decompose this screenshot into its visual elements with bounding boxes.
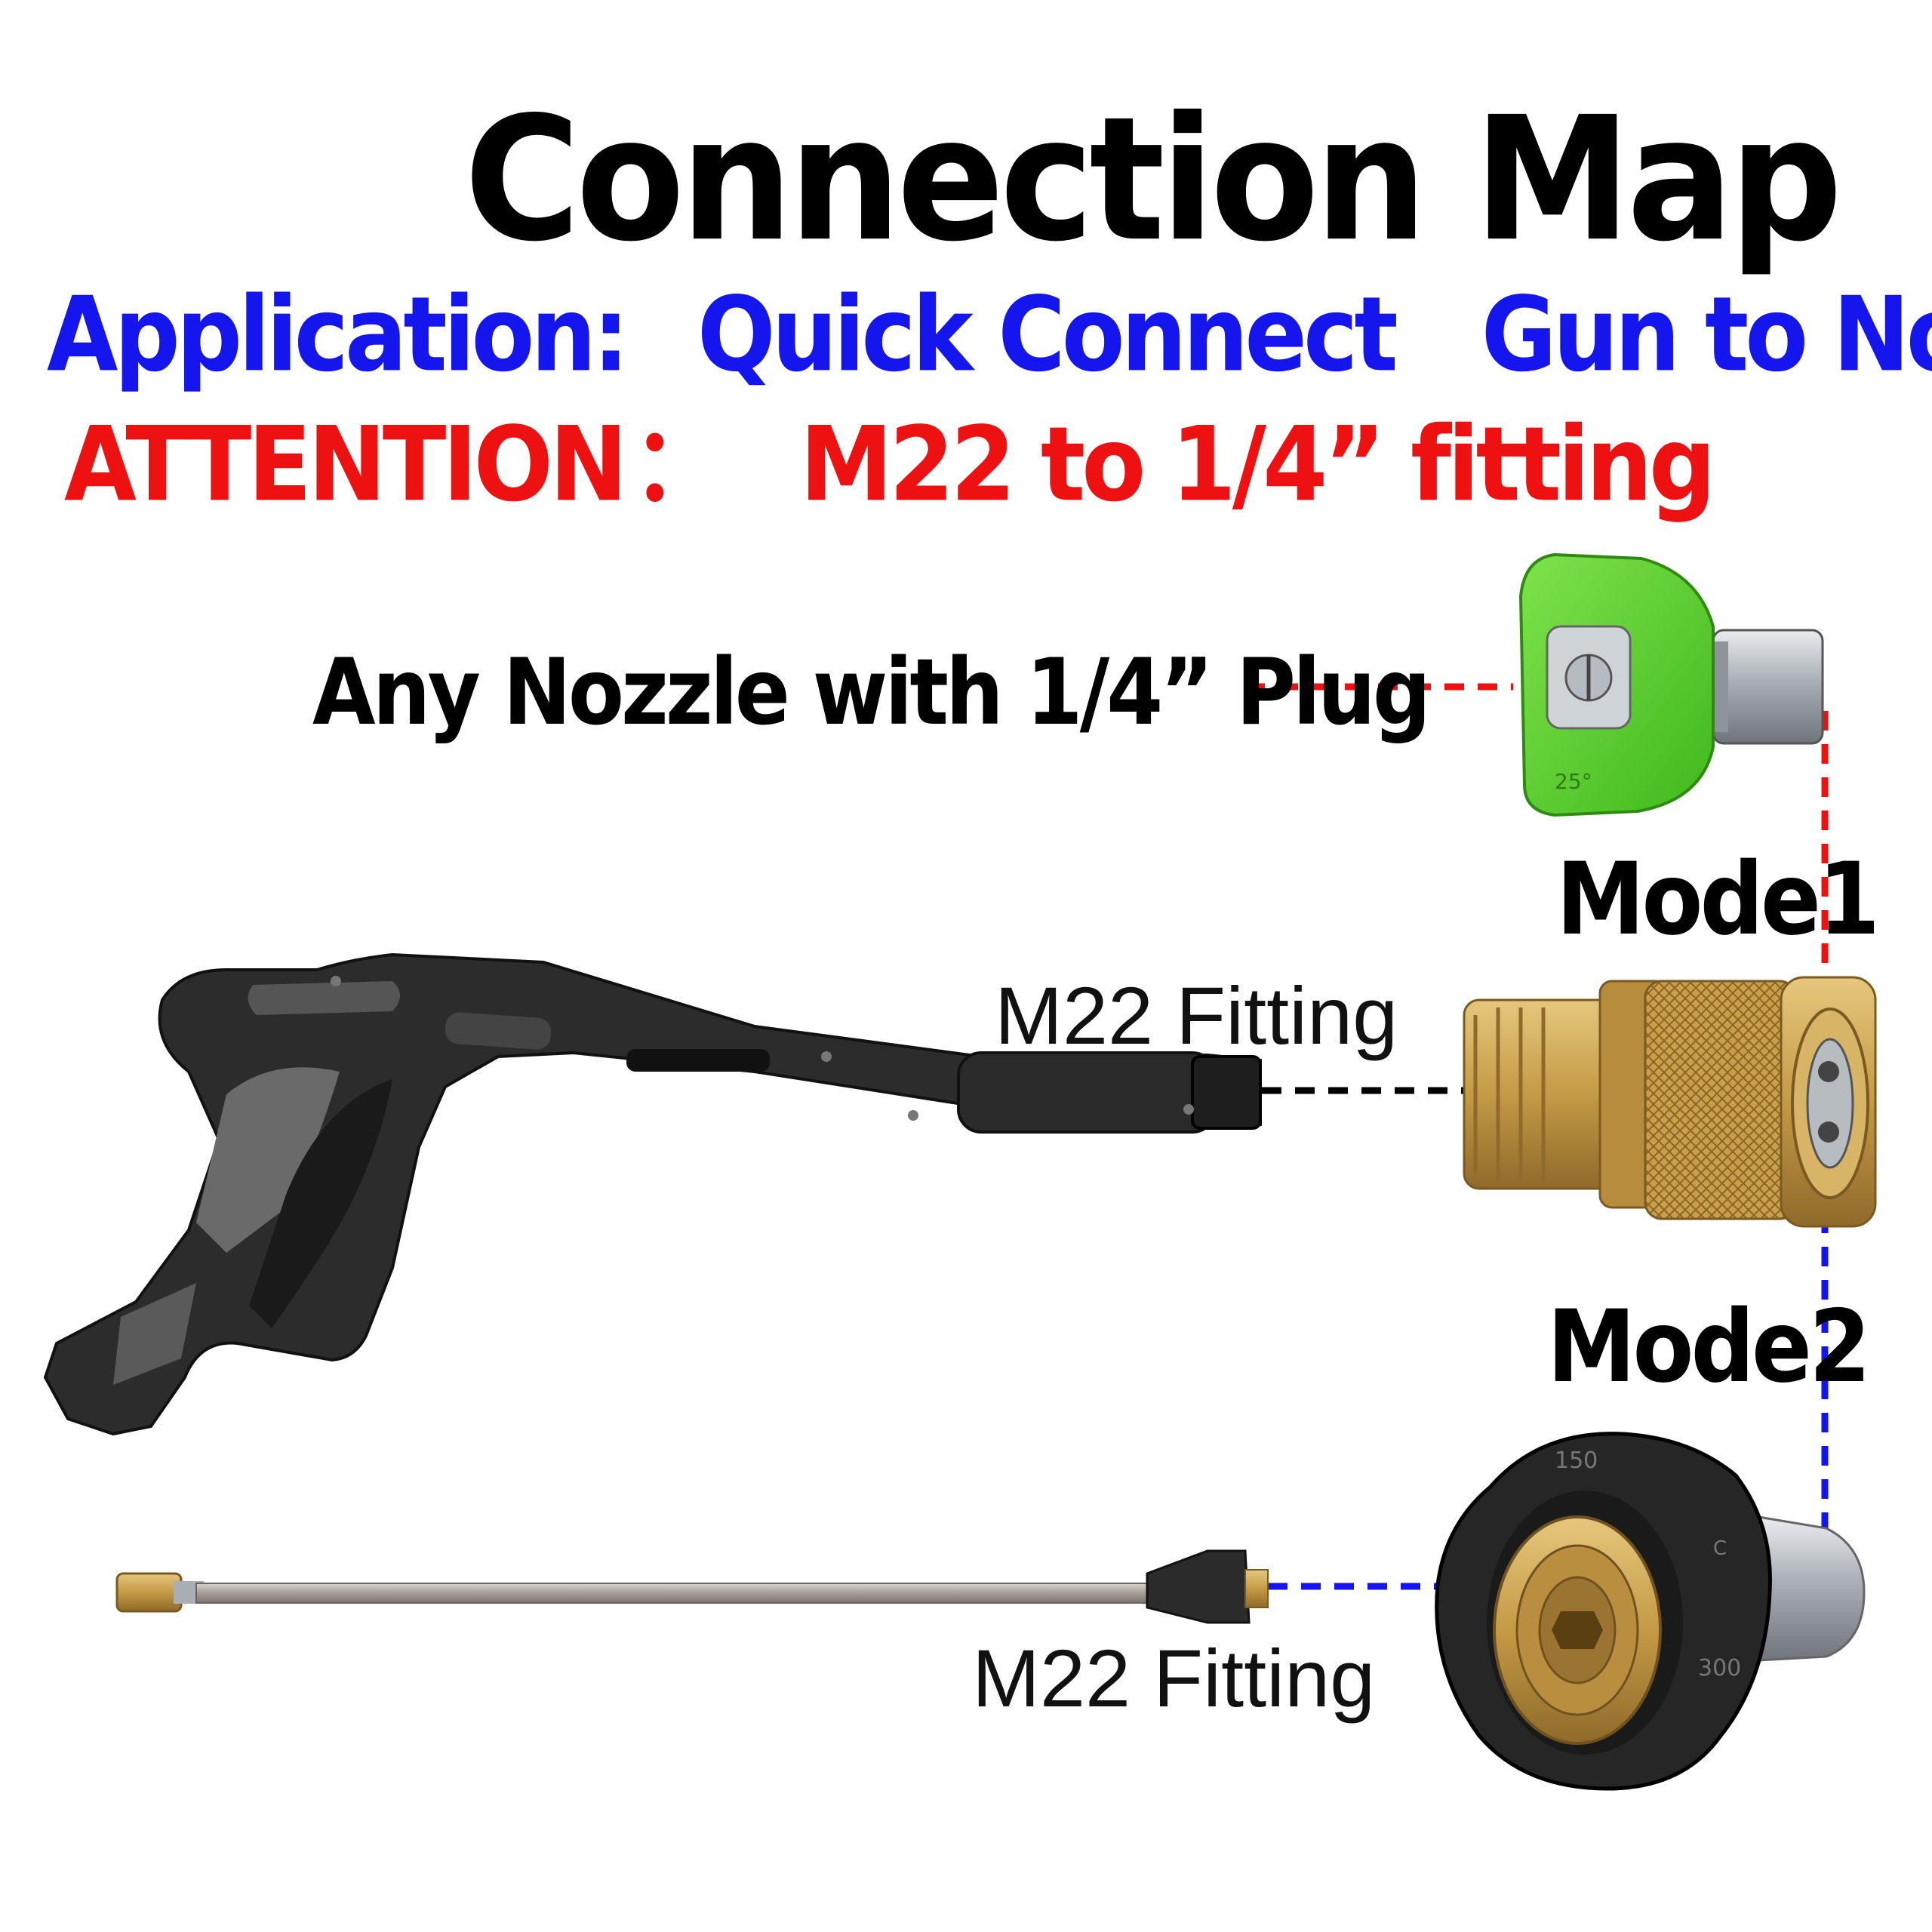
attention-label: ATTENTION [64,405,628,525]
application-line: Application: Quick Connect Gun to Nozzle… [47,283,1932,386]
nozzle-label: Any Nozzle with 1/4” Plug [312,639,1431,746]
quick-connect-nozzle-icon: 25° [1518,552,1824,817]
application-text-quick-connect: Quick Connect [697,274,1398,395]
mode1-label: Mode1 [1556,840,1880,958]
m22-adapter-icon: 150 C 300 [1435,1432,1866,1791]
application-label: Application: [47,274,629,395]
spray-gun-icon [43,952,1262,1436]
attention-line: ATTENTION： M22 to 1/4” fitting [64,405,1716,525]
attention-separator: ： [631,405,725,525]
svg-text:25°: 25° [1555,769,1592,794]
svg-text:150: 150 [1555,1447,1598,1474]
attention-value: M22 to 1/4” fitting [799,405,1716,525]
m22-fitting-label-top: M22 Fitting [995,970,1398,1061]
application-text-gun-to-nozzle: Gun to Nozzle or Wand [1481,274,1932,395]
brass-coupler-icon [1463,976,1877,1228]
page-title: Connection Map [464,79,1843,280]
m22-fitting-label-bottom: M22 Fitting [972,1632,1376,1724]
mode2-label: Mode2 [1547,1287,1871,1405]
spray-wand-icon [115,1549,1269,1624]
svg-text:300: 300 [1698,1655,1741,1681]
svg-text:C: C [1713,1537,1727,1560]
